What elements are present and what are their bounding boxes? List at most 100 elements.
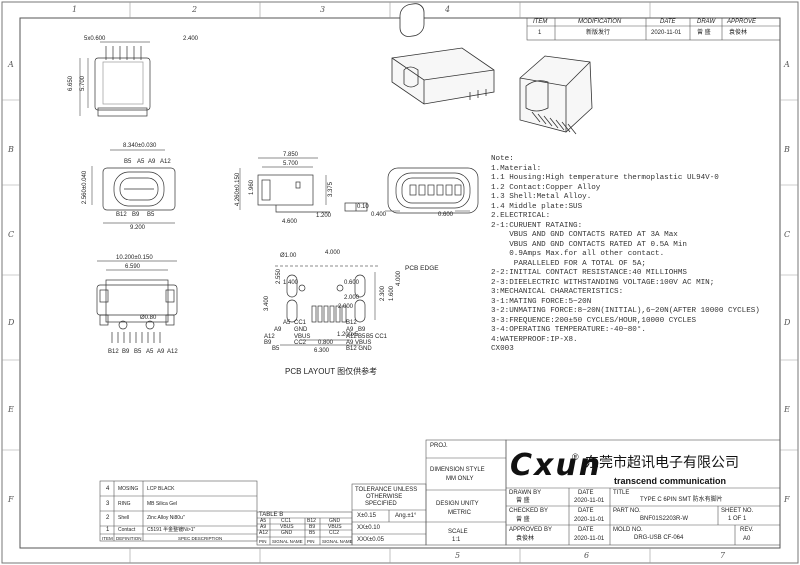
pcb-dim-0600: 0.600 — [344, 280, 360, 286]
scale-value: 1:1 — [452, 537, 461, 543]
zone-top-4: 4 — [445, 5, 451, 14]
pcb-label-b9: B9 — [264, 340, 272, 346]
dim-6590: 6.590 — [125, 264, 141, 270]
table-b-cell: GND — [281, 530, 293, 536]
sheet-label: SHEET NO. — [721, 508, 754, 514]
dim-2400: 2.400 — [183, 36, 199, 42]
bom-def: MOSING — [118, 486, 139, 492]
table-b-cell: B9 — [309, 524, 316, 530]
pin-label-b5-bottom: B5 — [147, 212, 155, 218]
pcb-dim-3400: 3.400 — [264, 295, 271, 312]
zone-top-2: 2 — [192, 5, 198, 14]
pin-label-a9: A9 — [148, 159, 156, 165]
dim-10200: 10.200±0.150 — [116, 255, 153, 261]
pcb-label-b12-gnd: B12 GND — [346, 346, 372, 352]
note-line: 4:WATERPROOF:IP-X8. — [491, 335, 578, 344]
dim-6650: 6.650 — [68, 75, 75, 92]
pcb-dim-2550: 2.550 — [276, 268, 283, 285]
mold-label: MOLD NO. — [613, 527, 643, 533]
note-line: 3-2:UNMATING FORCE:8~20N(INITIAL),6~20N(… — [491, 307, 760, 315]
pcb-label-a5: A5 — [283, 320, 291, 326]
table-b-cell: VBUS — [280, 524, 294, 530]
pcb-label-gnd: GND — [294, 327, 308, 333]
note-line: PARALLELED FOR A TOTAL OF 5A; — [491, 259, 646, 268]
bom-def: Shell — [118, 515, 130, 521]
proj-label: PROJ. — [430, 443, 448, 449]
part-value: BNF01S2203R-W — [640, 516, 689, 522]
pcb-label-cc2: CC2 — [294, 340, 307, 346]
bom-item: 2 — [106, 515, 110, 521]
pcb-label-a9-vbus: A9 VBUS — [346, 340, 372, 346]
table-b-header: PIN — [307, 539, 315, 544]
pcb-label-b5-cc1: B5 CC1 — [366, 334, 388, 340]
zone-side-d-right: D — [784, 318, 791, 327]
dim-pitch: 5x0.600 — [84, 36, 106, 42]
date-value: 2020-11-01 — [574, 517, 605, 523]
dim-7850: 7.850 — [283, 152, 299, 158]
notes-block: Note: 1.Material: 1.1 Housing:High tempe… — [491, 155, 760, 355]
dim-2560: 2.560±0.040 — [82, 170, 89, 205]
mold-value: DRG-USB CF-064 — [634, 535, 684, 541]
rev-header-approve: APPROVE — [727, 19, 757, 25]
note-line: 3-3:FREQUENCE:200±50 CYCLES/HOUR,10000 C… — [491, 316, 697, 325]
flatness-value: 0.10 — [357, 204, 369, 210]
date-value: 2020-11-01 — [574, 498, 605, 504]
pcb-label-a9: A9 — [274, 327, 282, 333]
sheet-value: 1 OF 1 — [728, 516, 747, 522]
design-unity-label: DESIGN UNITY — [436, 501, 479, 507]
note-line: 1.3 Shell:Metal Alloy. — [491, 193, 592, 201]
bom-item: 3 — [106, 501, 110, 507]
note-line: 1.Material: — [491, 164, 542, 173]
drawn-by-label: DRAWN BY — [509, 490, 542, 496]
zone-side-b-right: B — [784, 145, 790, 154]
bottom-pin-a12: A12 — [167, 349, 178, 355]
pcb-edge-label: PCB EDGE — [405, 265, 439, 272]
pcb-label-a12-r: A12 — [346, 334, 357, 340]
company-name-cn: 东莞市超讯电子有限公司 — [585, 454, 739, 470]
dimension-style-label: DIMENSION STYLE — [430, 467, 485, 473]
pcb-dim-pitch: 1.200x5 — [337, 332, 359, 338]
drawn-by-name: 曾 盛 — [516, 498, 530, 504]
zone-side-e: E — [8, 405, 14, 414]
mm-only: MM ONLY — [446, 476, 474, 482]
rev-row-item: 1 — [538, 30, 542, 36]
table-b-header: SIGNAL NAME — [322, 539, 353, 544]
table-b-header: PIN — [259, 539, 267, 544]
rev-header-modification: MODIFICATION — [578, 19, 622, 25]
date-value: 2020-11-01 — [574, 536, 605, 542]
note-line: 0.9Amps Max.for all other contact. — [491, 250, 665, 258]
registered-mark: ® — [572, 452, 579, 462]
tolerance-x: X±0.15 — [357, 513, 376, 519]
rev-header-draw: DRAW — [697, 19, 716, 25]
zone-side-a-right: A — [784, 60, 790, 69]
table-b-cell: VBUS — [328, 524, 342, 530]
pcb-dim-1400: 1.400 — [283, 280, 299, 286]
zone-side-f: F — [8, 495, 14, 504]
table-b-title: TABLE B — [259, 512, 284, 518]
table-b-cell: B5 — [309, 530, 316, 536]
rev-row-modification: 新版发行 — [586, 30, 611, 36]
bom-def: RING — [118, 501, 131, 507]
pin-label-b9: B9 — [132, 212, 140, 218]
pcb-label-b5: B5 — [272, 346, 280, 352]
pin-label-b12: B12 — [116, 212, 127, 218]
table-b-cell: A5 — [260, 518, 267, 524]
dim-hole: Ø0.80 — [140, 315, 157, 321]
bottom-pin-b12: B12 — [108, 349, 119, 355]
rev-value: A0 — [743, 536, 751, 542]
zone-top-6: 6 — [584, 551, 590, 560]
title-label: TITLE — [613, 490, 630, 496]
pin-label-a5: A5 — [137, 159, 145, 165]
tolerance-title: OTHERWISE — [366, 494, 403, 500]
note-line: 3-1:MATING FORCE:5~20N — [491, 297, 592, 306]
dim-0600: 0.600 — [438, 212, 454, 218]
zone-top-1: 1 — [72, 5, 78, 14]
company-logo: Cxun — [510, 448, 603, 483]
pcb-dim-0800: 0.800 — [318, 340, 334, 346]
pcb-label-b9-r: B9 — [358, 327, 366, 333]
title-value: TYPE C 6PIN SMT 防水有脚片 — [640, 497, 723, 503]
pcb-label-b12: B12 — [346, 320, 357, 326]
approved-by-label: APPROVED BY — [509, 527, 553, 533]
rev-header-item: ITEM — [533, 19, 548, 25]
zone-side-c: C — [8, 230, 15, 239]
